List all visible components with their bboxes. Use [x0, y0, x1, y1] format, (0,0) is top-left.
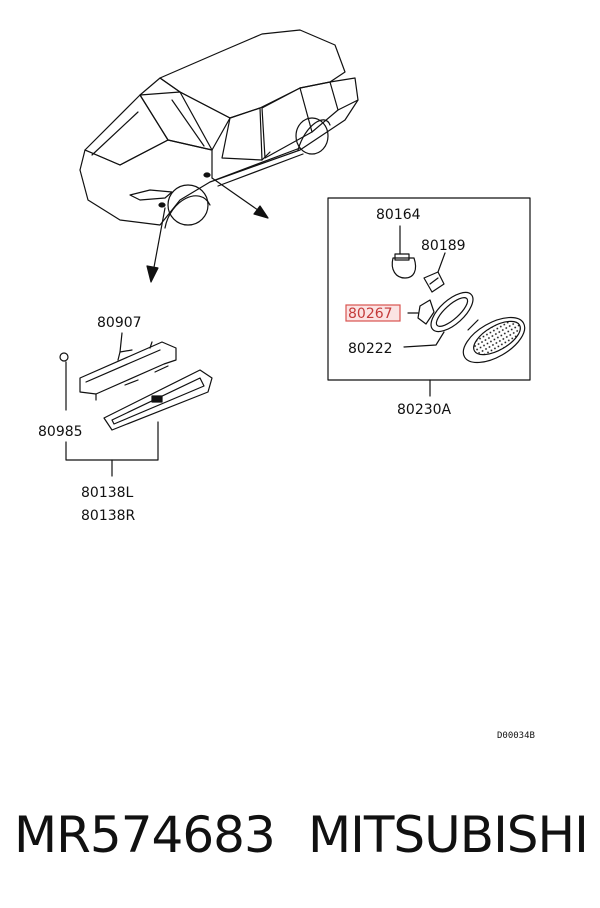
- label-80907: 80907: [97, 315, 142, 331]
- arrow-to-side-marker: [211, 177, 269, 219]
- screw-80985: [59, 352, 69, 411]
- car-illustration: [79, 29, 359, 229]
- label-80222: 80222: [348, 341, 393, 357]
- arrow-to-side-lamp: [146, 207, 166, 283]
- clip-80267: [407, 299, 435, 325]
- assembly-box-80230A: [327, 197, 531, 381]
- drawing-code: D00034B: [497, 731, 535, 741]
- highlight-80267: [345, 304, 401, 322]
- label-80189: 80189: [421, 238, 466, 254]
- bulb-80164: [391, 225, 417, 279]
- label-80267: 80267: [348, 306, 393, 322]
- side-marker-lens: [462, 316, 526, 364]
- label-80138L: 80138L: [81, 485, 134, 501]
- label-80985: 80985: [38, 424, 83, 440]
- brand-name: MITSUBISHI: [308, 806, 589, 864]
- label-80230A: 80230A: [397, 402, 452, 418]
- part-number: MR574683: [14, 806, 276, 864]
- label-80138R: 80138R: [81, 508, 136, 524]
- socket-80189: [423, 252, 446, 293]
- side-lamp-lens: [103, 369, 213, 431]
- side-lamp-bracket-80907: [79, 332, 177, 401]
- label-80164: 80164: [376, 207, 421, 223]
- gasket-80222: [403, 291, 474, 348]
